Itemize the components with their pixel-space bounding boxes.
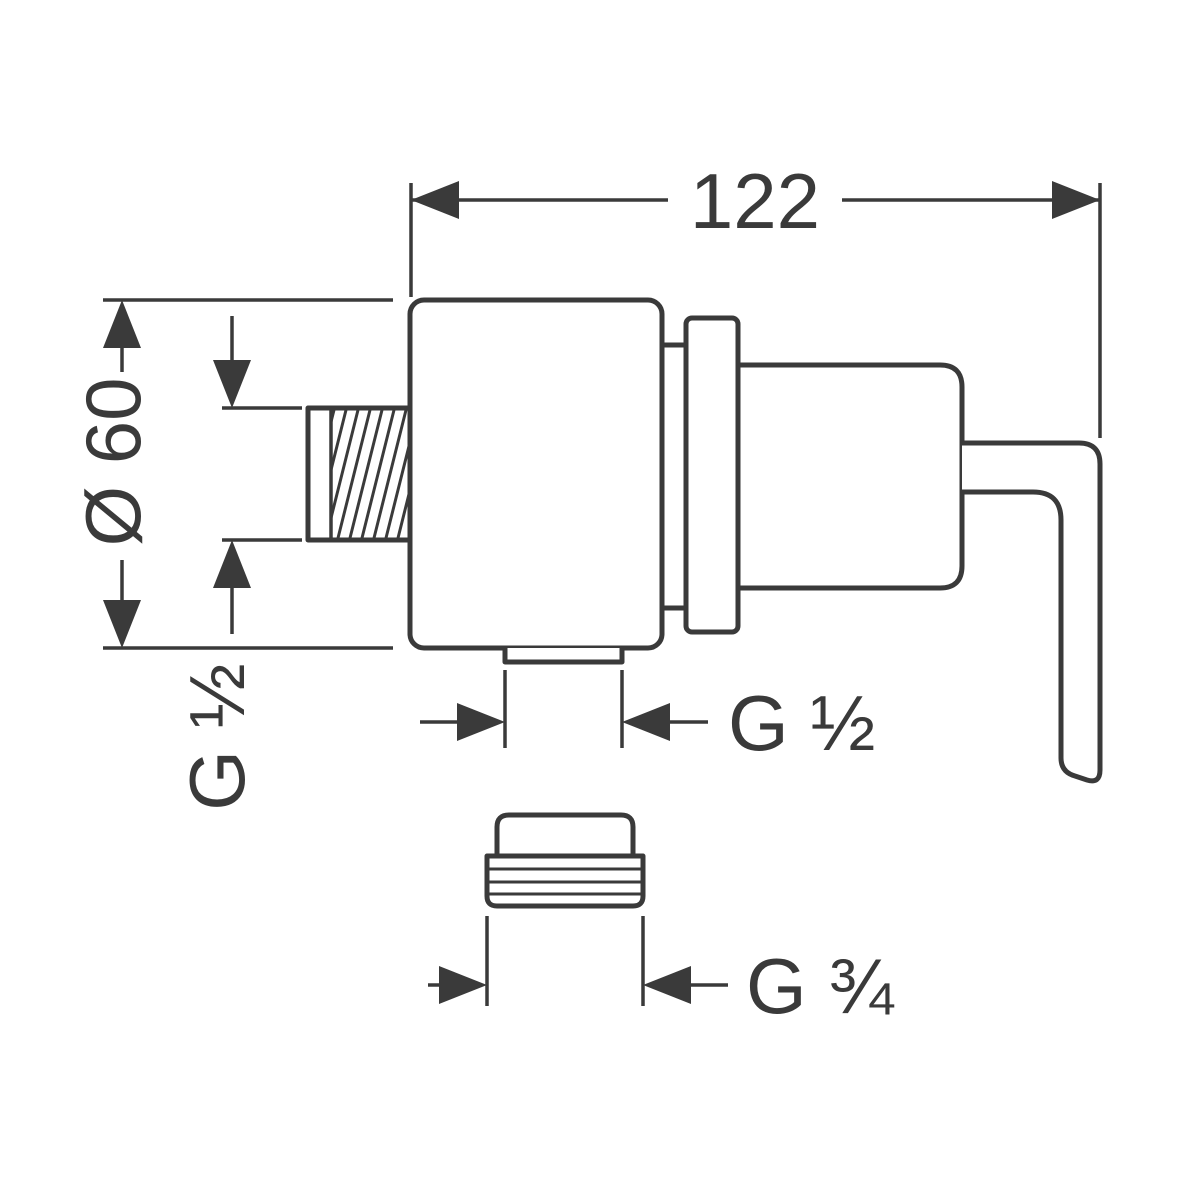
dim-outlet-thread-label: G ½ [728, 679, 875, 767]
escutcheon-step [659, 342, 689, 611]
main-body [407, 297, 665, 651]
dim-width-arrowhead-right [1052, 181, 1100, 219]
dim-diameter-label: Ø 60 [69, 377, 157, 546]
thread-hatching [331, 409, 409, 539]
dim-inlet-thread-label: G ½ [173, 663, 261, 810]
dim-outlet-arrowhead-right [622, 703, 670, 741]
adapter-top [494, 812, 636, 859]
dim-outlet-thread: G ½ [420, 670, 875, 767]
outlet-stub [502, 645, 625, 665]
adapter-rib-lines [487, 867, 643, 896]
inlet-outline [305, 405, 413, 543]
valve-assembly [305, 297, 1103, 784]
escutcheon-flange [683, 315, 741, 635]
lever-handle [959, 440, 1103, 784]
dim-width-label: 122 [690, 157, 820, 245]
dim-inlet-thread: G ½ [173, 316, 302, 811]
dim-diameter-arrowhead-top [103, 300, 141, 348]
dim-inlet-arrowhead-top [213, 360, 251, 408]
dim-outlet-arrowhead-left [457, 703, 505, 741]
dim-width: 122 [409, 157, 1102, 438]
valve-cartridge [735, 362, 965, 591]
dim-adapter-arrowhead-right [643, 966, 691, 1004]
dim-adapter-thread: G ¾ [428, 916, 894, 1030]
threaded-inlet [305, 405, 413, 543]
adapter-fitting [484, 812, 646, 909]
dim-adapter-thread-label: G ¾ [746, 942, 894, 1030]
dim-diameter: Ø 60 [69, 298, 393, 650]
dim-diameter-arrowhead-bottom [103, 600, 141, 648]
dim-width-arrowhead-left [411, 181, 459, 219]
dim-inlet-arrowhead-bottom [213, 540, 251, 588]
dim-adapter-arrowhead-left [439, 966, 487, 1004]
